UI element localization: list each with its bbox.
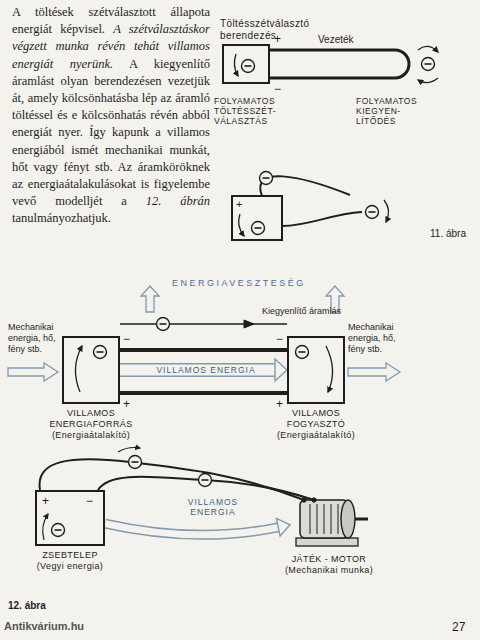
energy-loss-arrows xyxy=(8,286,400,381)
figure-number: 11. ábra xyxy=(430,228,466,240)
node-subtitle: (Mechanikai munka) xyxy=(274,565,384,576)
polarity-sign: − xyxy=(123,332,130,346)
node-title: JÁTÉK - MOTOR xyxy=(274,554,384,565)
charge-arrow xyxy=(384,200,389,222)
flow-label: VILLAMOS ENERGIA xyxy=(180,497,246,517)
consumer-box: VILLAMOS FOGYASZTÓ(Energiaátalakító) xyxy=(287,336,345,404)
charge-arrow xyxy=(418,46,438,52)
figure-number: 12. ábra xyxy=(8,600,46,612)
energy-flow-arrow xyxy=(105,518,290,536)
battery-motor-wires xyxy=(40,448,314,541)
separator-box xyxy=(232,196,282,240)
node-subtitle: (Vegyi energia) xyxy=(20,561,120,572)
charge-arrow xyxy=(239,214,244,236)
arrow-inner xyxy=(105,524,279,535)
energy-output-label: Mechanikai energia, hő, fény stb. xyxy=(348,322,406,355)
charge-arrow xyxy=(418,78,438,83)
electron-symbol xyxy=(260,172,273,185)
electron-symbol xyxy=(242,60,255,73)
body-paragraph: A töltések szétválasztott állapota energ… xyxy=(12,4,210,228)
arrow-outline xyxy=(105,524,279,535)
emphasized-text: 12. ábrán xyxy=(146,194,210,208)
energy-flow-arrow xyxy=(120,359,287,381)
energy-input-label: Mechanikai energia, hő, fény stb. xyxy=(8,322,66,355)
polarity-sign: + xyxy=(276,397,283,411)
electron-symbol xyxy=(422,58,435,71)
node-title: VILLAMOS ENERGIAFORRÁS xyxy=(41,408,141,430)
polarity-sign: + xyxy=(123,397,130,411)
process-label: FOLYAMATOS TÖLTÉSSZÉT- VÁLASZTÁS xyxy=(214,96,298,126)
wire-label: Vezeték xyxy=(318,34,354,46)
separator-box: Töltésszétválasztó berendezés xyxy=(222,44,270,84)
flow-label: VILLAMOS ENERGIA xyxy=(150,365,262,375)
node-caption: VILLAMOS ENERGIAFORRÁS(Energiaátalakító) xyxy=(41,408,141,441)
polarity-sign: + xyxy=(42,494,49,508)
polarity-sign: − xyxy=(276,332,283,346)
current-label: Kiegyenlítő áramlás xyxy=(262,306,341,317)
arrow-inner xyxy=(120,365,276,376)
page-number: 27 xyxy=(452,620,465,634)
wire xyxy=(260,176,350,196)
arrow-head xyxy=(276,518,290,536)
node-subtitle: (Energiaátalakító) xyxy=(41,430,141,441)
node-caption: VILLAMOS FOGYASZTÓ(Energiaátalakító) xyxy=(266,408,366,441)
node-subtitle: (Energiaátalakító) xyxy=(266,430,366,441)
figure-12-wires xyxy=(75,318,332,394)
node-caption: ZSEBTELEP(Vegyi energia) xyxy=(20,550,120,572)
node-title: VILLAMOS FOGYASZTÓ xyxy=(266,408,366,430)
wire xyxy=(282,212,362,226)
process-label: FOLYAMATOS KIEGYEN- LÍTŐDÉS xyxy=(356,96,432,126)
polarity-sign: + xyxy=(274,32,281,46)
body-text: tanulmányozhatjuk. xyxy=(12,211,111,225)
energy-loss-label: ENERGIAVESZTESÉG xyxy=(172,278,306,289)
node-title: ZSEBTELEP xyxy=(20,550,120,561)
motor-area: JÁTÉK - MOTOR(Mechanikai munka) xyxy=(290,490,368,548)
watermark: Antikvárium.hu xyxy=(4,620,84,633)
electron-symbol xyxy=(366,206,379,219)
arrow-outline xyxy=(120,363,276,377)
figure-11 xyxy=(232,46,438,240)
polarity-sign: − xyxy=(274,82,281,96)
wire-loop xyxy=(270,50,409,78)
toy-motor xyxy=(296,498,368,546)
electron-symbol xyxy=(252,222,265,235)
node-caption: JÁTÉK - MOTOR(Mechanikai munka) xyxy=(274,554,384,576)
source-box: VILLAMOS ENERGIAFORRÁS(Energiaátalakító) xyxy=(62,336,120,404)
polarity-sign: + xyxy=(236,198,242,211)
body-text: A kiegyenlítő áramlást olyan berendezése… xyxy=(12,57,210,209)
charge-arrow xyxy=(234,54,238,76)
arrow-head xyxy=(275,359,287,381)
polarity-sign: − xyxy=(86,494,93,508)
